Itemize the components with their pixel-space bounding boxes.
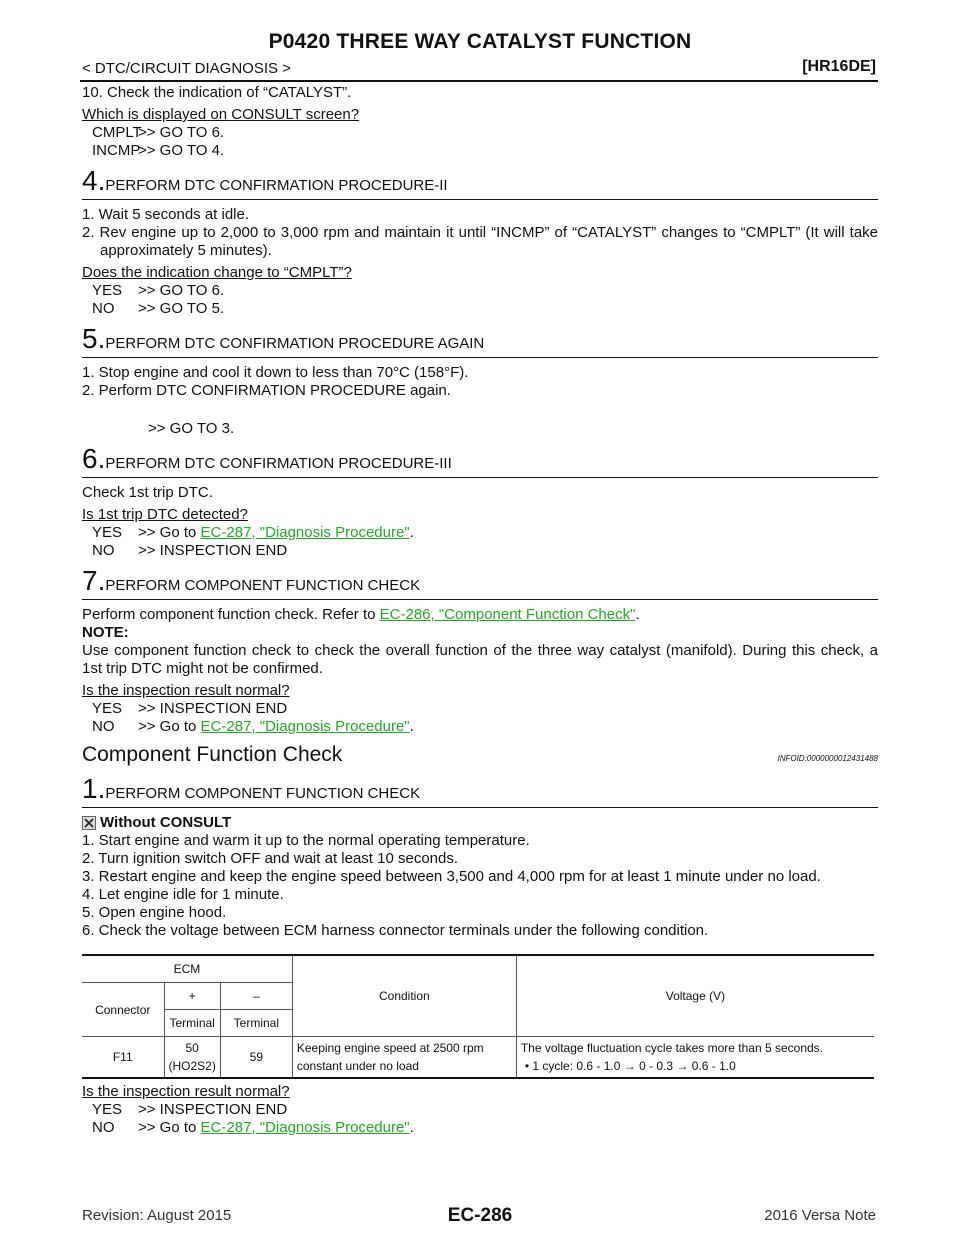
section-heading: Component Function Check INFOID:00000000… xyxy=(82,743,878,768)
intro-item-10: 10. Check the indication of “CATALYST”. xyxy=(82,84,352,101)
step-title: PERFORM DTC CONFIRMATION PROCEDURE AGAIN xyxy=(105,335,485,352)
list-item: 4. Let engine idle for 1 minute. xyxy=(82,886,284,903)
table-header-voltage: Voltage (V) xyxy=(516,954,874,1037)
step-divider xyxy=(82,807,878,808)
list-item: 3. Restart engine and keep the engine sp… xyxy=(82,868,821,885)
table-header-plus: + xyxy=(164,982,221,1010)
cell-connector: F11 xyxy=(82,1036,165,1079)
table-header-ecm: ECM xyxy=(82,954,293,983)
step-divider xyxy=(82,477,878,478)
header-divider xyxy=(80,80,878,82)
cell-minus-terminal: 59 xyxy=(220,1036,293,1079)
step-6-text: Check 1st trip DTC. xyxy=(82,484,213,501)
step-number: 6. xyxy=(82,443,106,474)
step-4-question: Does the indication change to “CMPLT”? xyxy=(82,264,352,281)
step-1-heading: 1. PERFORM COMPONENT FUNCTION CHECK xyxy=(82,773,878,804)
step-6-heading: 6. PERFORM DTC CONFIRMATION PROCEDURE-II… xyxy=(82,443,878,474)
footer-page-number: EC-286 xyxy=(447,1205,513,1226)
step-4-heading: 4. PERFORM DTC CONFIRMATION PROCEDURE-II xyxy=(82,165,878,196)
component-function-check-link[interactable]: EC-286, "Component Function Check" xyxy=(379,606,636,623)
page-title: P0420 THREE WAY CATALYST FUNCTION xyxy=(268,30,692,53)
step-title: PERFORM COMPONENT FUNCTION CHECK xyxy=(105,785,421,802)
answer-yes: YES>> Go to EC-287, "Diagnosis Procedure… xyxy=(92,524,414,541)
list-item: 1. Wait 5 seconds at idle. xyxy=(82,206,250,223)
step-7-heading: 7. PERFORM COMPONENT FUNCTION CHECK xyxy=(82,565,878,596)
info-id: INFOID:0000000012431488 xyxy=(777,754,878,763)
final-question: Is the inspection result normal? xyxy=(82,1083,290,1100)
answer-no: NO>> Go to EC-287, "Diagnosis Procedure"… xyxy=(92,1119,414,1136)
step-number: 1. xyxy=(82,773,106,804)
no-consult-icon xyxy=(82,816,96,830)
list-item: 1. Stop engine and cool it down to less … xyxy=(82,364,469,381)
footer-model: 2016 Versa Note xyxy=(764,1207,876,1224)
table-row: F11 50(HO2S2) 59 Keeping engine speed at… xyxy=(82,1036,874,1079)
table-header-terminal: Terminal xyxy=(220,1009,293,1037)
diagnosis-procedure-link[interactable]: EC-287, "Diagnosis Procedure" xyxy=(200,1119,410,1136)
answer-yes: YES>> INSPECTION END xyxy=(92,700,288,717)
step-divider xyxy=(82,599,878,600)
diagnosis-procedure-link[interactable]: EC-287, "Diagnosis Procedure" xyxy=(200,524,410,541)
diagnosis-procedure-link[interactable]: EC-287, "Diagnosis Procedure" xyxy=(200,718,410,735)
step-6-question: Is 1st trip DTC detected? xyxy=(82,506,248,523)
answer-no: NO>> Go to EC-287, "Diagnosis Procedure"… xyxy=(92,718,414,735)
intro-question: Which is displayed on CONSULT screen? xyxy=(82,106,360,123)
answer-yes: YES>> INSPECTION END xyxy=(92,1101,288,1118)
step-number: 5. xyxy=(82,323,106,354)
answer-cmplt: CMPLT>> GO TO 6. xyxy=(92,124,225,141)
step-title: PERFORM DTC CONFIRMATION PROCEDURE-II xyxy=(105,177,448,194)
list-item: 2. Rev engine up to 2,000 to 3,000 rpm a… xyxy=(82,224,878,259)
step-divider xyxy=(82,199,878,200)
table-header-condition: Condition xyxy=(292,954,517,1037)
table-header-terminal: Terminal xyxy=(164,1009,221,1037)
section-title: Component Function Check xyxy=(82,743,343,766)
step-number: 7. xyxy=(82,565,106,596)
table-header-connector: Connector xyxy=(82,982,165,1037)
breadcrumb: < DTC/CIRCUIT DIAGNOSIS > xyxy=(82,60,291,77)
answer-incmp: INCMP>> GO TO 4. xyxy=(92,142,225,159)
footer-revision: Revision: August 2015 xyxy=(82,1207,232,1224)
step-title: PERFORM DTC CONFIRMATION PROCEDURE-III xyxy=(105,455,452,472)
content: 10. Check the indication of “CATALYST”. … xyxy=(82,84,878,1137)
without-consult-heading: Without CONSULT xyxy=(82,814,878,832)
step-7-question: Is the inspection result normal? xyxy=(82,682,290,699)
answer-yes: YES>> GO TO 6. xyxy=(92,282,225,299)
table-header-minus: – xyxy=(220,982,293,1010)
cell-condition: Keeping engine speed at 2500 rpm constan… xyxy=(292,1036,517,1079)
list-item: 5. Open engine hood. xyxy=(82,904,227,921)
cell-plus-terminal: 50(HO2S2) xyxy=(164,1036,221,1079)
list-item: 1. Start engine and warm it up to the no… xyxy=(82,832,530,849)
list-item: 2. Turn ignition switch OFF and wait at … xyxy=(82,850,459,867)
list-item: 2. Perform DTC CONFIRMATION PROCEDURE ag… xyxy=(82,382,451,399)
answer-no: NO>> INSPECTION END xyxy=(92,542,288,559)
step-title: PERFORM COMPONENT FUNCTION CHECK xyxy=(105,577,421,594)
list-item: 6. Check the voltage between ECM harness… xyxy=(82,922,709,939)
step-5-heading: 5. PERFORM DTC CONFIRMATION PROCEDURE AG… xyxy=(82,323,878,354)
note-label: NOTE: xyxy=(82,624,129,641)
cell-voltage: The voltage fluctuation cycle takes more… xyxy=(516,1036,874,1079)
note-text: Use component function check to check th… xyxy=(82,642,878,677)
answer-goto: >> GO TO 3. xyxy=(148,420,235,437)
step-number: 4. xyxy=(82,165,106,196)
ecm-voltage-table: ECM Condition Voltage (V) Connector + – … xyxy=(82,954,874,1079)
step-7-text: Perform component function check. Refer … xyxy=(82,606,640,623)
answer-no: NO>> GO TO 5. xyxy=(92,300,225,317)
step-divider xyxy=(82,357,878,358)
engine-code: [HR16DE] xyxy=(802,58,876,75)
